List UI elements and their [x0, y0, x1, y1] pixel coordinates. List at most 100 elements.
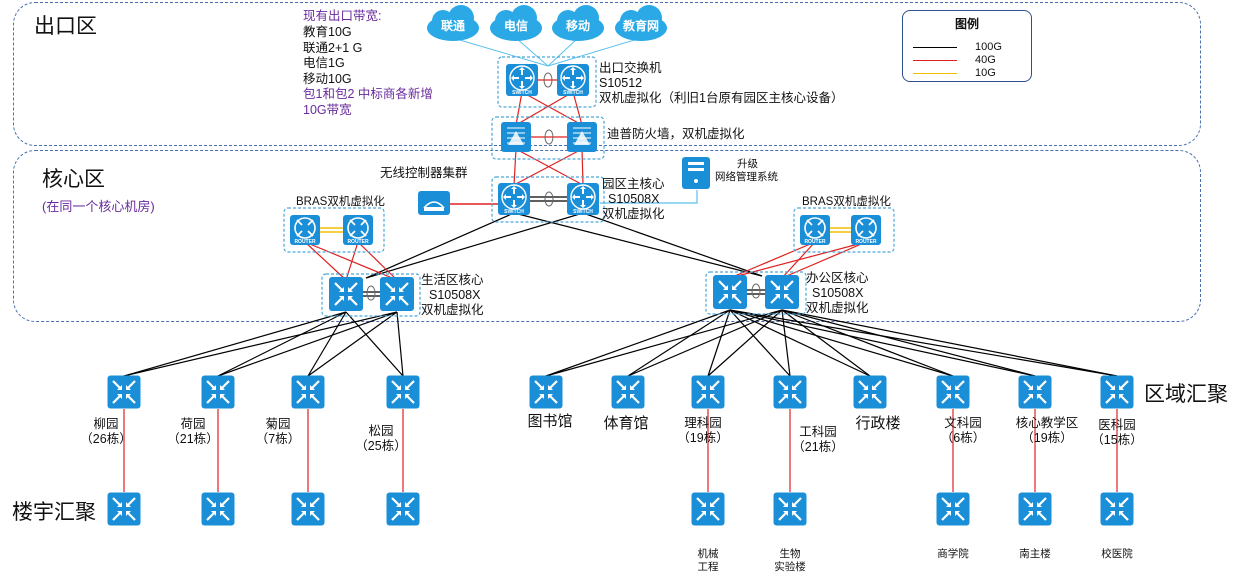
router-arrow [296, 230, 303, 237]
icon-frame [713, 275, 747, 309]
agg-arrow [1023, 512, 1032, 521]
agg-arrow [334, 297, 343, 306]
agg-arrowhead [126, 511, 131, 516]
virtualization-marker [366, 285, 376, 301]
link-100g [707, 309, 783, 377]
agg-arrowhead [783, 385, 788, 390]
switch-arrowhead [580, 205, 586, 208]
link-40g [515, 91, 574, 126]
aggregation-label-line: 体育馆 [603, 415, 649, 432]
agg-arrowhead [405, 385, 410, 390]
switch-arrowhead [519, 86, 525, 89]
router-arrow [349, 219, 356, 226]
agg-arrow [956, 497, 965, 506]
aggregation-label-line: 松园 [368, 424, 394, 438]
agg-arrow [127, 395, 136, 404]
aggregation-switch-icon [201, 375, 235, 409]
icon-frame [936, 375, 970, 409]
aggregation-label-line: 文科园 [944, 416, 982, 430]
agg-arrowhead [783, 511, 788, 516]
nms-label: 升级网络管理系统 [715, 158, 778, 184]
agg-arrow [733, 280, 742, 289]
campus-core-group [491, 176, 605, 223]
building-switch-icon [107, 492, 141, 526]
agg-arrowhead [301, 394, 306, 399]
icon-frame [853, 375, 887, 409]
agg-arrowhead [339, 287, 344, 292]
icon-frame [691, 375, 725, 409]
agg-arrowhead [348, 296, 353, 301]
agg-arrowhead [399, 296, 404, 301]
agg-arrowhead [701, 385, 706, 390]
agg-arrow [873, 395, 882, 404]
link-40g [513, 148, 583, 186]
region-aggregation-label: 区域汇聚 [1144, 383, 1228, 406]
agg-arrowhead [211, 502, 216, 507]
agg-arrow [696, 512, 705, 521]
agg-arrowhead [405, 394, 410, 399]
aggregation-label-science: 理科园（19栋） [677, 416, 754, 446]
agg-arrow [391, 497, 400, 506]
agg-arrowhead [1028, 502, 1033, 507]
agg-arrow [711, 512, 720, 521]
router-arrow [817, 219, 824, 226]
agg-arrow [956, 395, 965, 404]
agg-arrowhead [955, 385, 960, 390]
agg-arrow [1038, 497, 1047, 506]
link-100g [217, 311, 398, 377]
agg-arrow [785, 295, 794, 304]
firewall-flame [574, 131, 590, 145]
building-label-medical: 校医院 [1101, 548, 1133, 560]
agg-arrowhead [630, 394, 635, 399]
agg-arrow [206, 395, 215, 404]
switch-arrowhead [570, 86, 576, 89]
office-core-switch-icon [765, 275, 799, 309]
building-aggregation-label: 楼宇汇聚 [12, 501, 96, 524]
agg-arrow [406, 380, 415, 389]
agg-arrowhead [211, 511, 216, 516]
agg-arrow [733, 295, 742, 304]
router-arrow [806, 230, 813, 237]
legend-swatch [913, 73, 957, 74]
router-arrow [360, 230, 367, 237]
isp-uplink [452, 37, 549, 67]
aggregation-label-line: （21栋） [792, 440, 844, 454]
office-core-group [705, 271, 807, 315]
router-arrow [857, 230, 864, 237]
aggregation-label-gym: 体育馆 [603, 415, 671, 433]
agg-arrow [400, 282, 409, 291]
agg-arrow [311, 497, 320, 506]
agg-arrow [391, 395, 400, 404]
agg-arrowhead [310, 394, 315, 399]
switch-arrowhead [591, 194, 594, 200]
device-type-text: ROUTER [804, 239, 826, 245]
aggregation-switch-icon [691, 375, 725, 409]
export-zone-title: 出口区 [34, 15, 97, 38]
agg-arrowhead [1037, 394, 1042, 399]
agg-arrowhead [126, 385, 131, 390]
agg-arrowhead [301, 502, 306, 507]
building-switch-icon [386, 492, 420, 526]
agg-arrow [770, 280, 779, 289]
icon-frame [557, 64, 589, 96]
agg-arrow [296, 395, 305, 404]
agg-arrowhead [946, 511, 951, 516]
isp-cloud-icon [490, 5, 542, 41]
router-arrow [296, 219, 303, 226]
switch-arrowhead [562, 75, 565, 81]
agg-arrowhead [396, 502, 401, 507]
agg-arrow [221, 395, 230, 404]
office-core-switch-icon [713, 275, 747, 309]
switch-ring [509, 65, 535, 91]
agg-arrow [385, 297, 394, 306]
agg-arrow [391, 380, 400, 389]
icon-frame [765, 275, 799, 309]
icon-frame [291, 492, 325, 526]
aggregation-label-engineering: 工科园（21栋） [792, 425, 869, 455]
agg-arrow [793, 497, 802, 506]
aggregation-label-line: 柳园 [93, 417, 119, 431]
router-arrow [857, 219, 864, 226]
router-ring [804, 217, 826, 239]
agg-arrowhead [784, 285, 789, 290]
